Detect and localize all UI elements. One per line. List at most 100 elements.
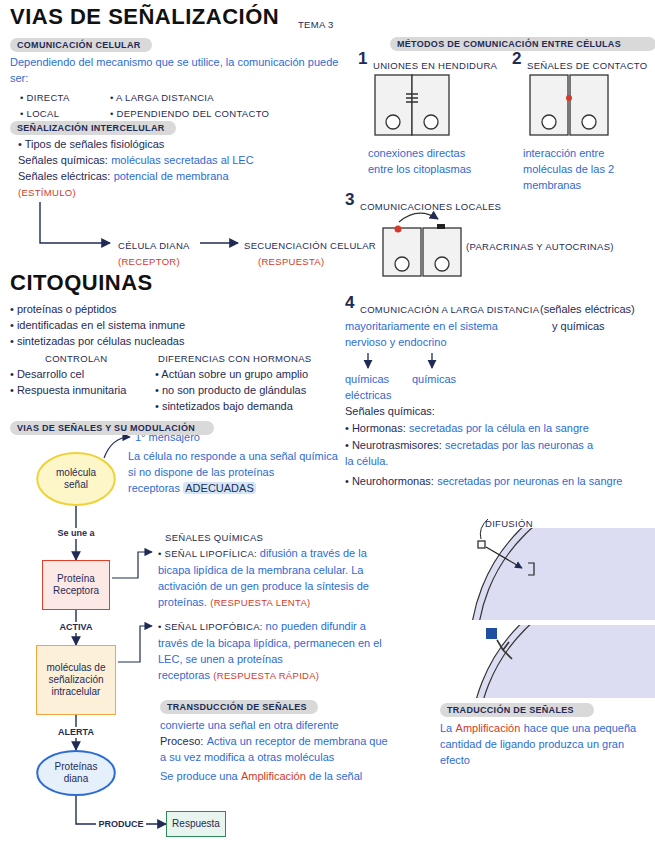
note-text: • Neurotrasmisores:secretadas por las ne… [345, 437, 595, 469]
callout-number: 4 [345, 293, 354, 312]
note-text: • proteínas o péptidos [10, 301, 117, 317]
label-text: • Actúan sobre un grupo amplio [155, 368, 308, 380]
label-text: • SEÑAL LIPOFÓBICA: [158, 621, 263, 632]
node-text: MÉTODOS DE COMUNICACIÓN ENTRE CÉLULAS [397, 38, 649, 50]
edge-label: Se une a [55, 528, 96, 539]
note-text: conexiones directas entre los citoplasma… [368, 145, 483, 177]
note-text: y químicas [552, 318, 605, 334]
label-text: CONTROLAN [45, 353, 107, 364]
note-text: • Actúan sobre un grupo amplio [155, 366, 308, 382]
note-text: DIFUSIÓN [485, 515, 533, 532]
label-text: • A LARGA DISTANCIA [110, 92, 214, 103]
note-text: • Hormonas:secretadas por la célula en l… [345, 420, 650, 436]
gap-junction-cells [375, 75, 449, 135]
lipophobic-membrane [470, 625, 655, 698]
note-text: DIFERENCIAS CON HORMONAS [158, 350, 311, 367]
process-box: Respuesta [166, 811, 226, 837]
label-text: (señales eléctricas) [540, 303, 635, 315]
section-band: VIAS DE SEÑALES Y SU MODULACIÓN [10, 421, 214, 435]
callout-number: 2 [512, 49, 521, 68]
node-text: moléculas de señalización intracelular [42, 662, 110, 698]
leader-arrow [431, 353, 432, 368]
edge-label: ALERTA [56, 727, 96, 738]
note-text: • Respuesta inmunitaria [10, 382, 126, 398]
label-text: • DEPENDIENDO DEL CONTACTO [110, 108, 269, 119]
note-text: CITOQUINAS [10, 270, 153, 296]
section-band: COMUNICACIÓN CELULAR [10, 38, 152, 52]
note-text: convierte una señal en otra diferente [160, 717, 395, 733]
label-text: mayoritariamente en el sistema nervioso … [345, 320, 498, 348]
node-text: molécula señal [46, 467, 106, 491]
label-text: (RESPUESTA LENTA) [210, 597, 310, 608]
label-text: • Desarrollo cel [10, 368, 84, 380]
signal-molecule [486, 628, 497, 639]
label-text: convierte una señal en otra diferente [160, 719, 339, 731]
lipophilic-membrane [470, 528, 655, 620]
note-text: Se produce unaAmplificaciónde la señal [160, 768, 395, 784]
label-text: conexiones directas entre los citoplasma… [368, 147, 471, 175]
node-text: TRADUCCIÓN DE SEÑALES [447, 704, 587, 716]
label-text: • Hormonas: [345, 422, 406, 434]
label-text: Amplificación [456, 722, 521, 734]
note-text: SEÑALES DE CONTACTO [527, 57, 647, 74]
note-text: Señales eléctricas: potencial de membrana [18, 168, 338, 184]
label-text: potencial de membrana [114, 170, 229, 182]
label-text: SECUENCIACIÓN CELULAR [244, 240, 376, 251]
leader-arrow [104, 437, 130, 458]
node-text: VIAS DE SEÑALES Y SU MODULACIÓN [17, 422, 207, 434]
label-text: • sintetizadas por células nucleadas [10, 335, 184, 347]
note-text: • sintetizadas por células nucleadas [10, 333, 184, 349]
section-band: MÉTODOS DE COMUNICACIÓN ENTRE CÉLULAS [390, 37, 655, 51]
label-text: • Neurohormonas: [345, 475, 434, 487]
note-text: 4 [345, 295, 354, 312]
signal-molecule [478, 541, 485, 548]
label-text: La [440, 722, 452, 734]
label-text: • Tipos de señales fisiológicas [18, 138, 164, 150]
label-text: DIFUSIÓN [485, 518, 533, 529]
leader-arrow [112, 552, 152, 578]
label-text: Señales químicas: [18, 154, 108, 166]
label-text: SEÑALES DE CONTACTO [527, 60, 647, 71]
label-text: TEMA 3 [298, 19, 334, 30]
note-text: Señales químicas: [345, 403, 435, 419]
label-text: (RECEPTOR) [118, 256, 180, 267]
label-text: UNIONES EN HENDIDURA [373, 60, 497, 71]
note-text: SEÑALES QUÍMICAS [165, 529, 263, 546]
note-text: • SEÑAL LIPOFÓBICA:no pueden difundir a … [158, 618, 386, 684]
label-text: Dependiendo del mecanismo que se utilice… [10, 56, 338, 84]
note-text: • no son producto de glándulas [155, 382, 306, 398]
note-text: CONTROLAN [45, 350, 107, 367]
label-text: químicas [412, 373, 456, 385]
process-box: moléculas de señalización intracelular [36, 645, 116, 715]
leader-arrow [367, 353, 368, 368]
section-band: TRANSDUCCIÓN DE SEÑALES [160, 700, 318, 714]
note-text: químicas eléctricas [345, 371, 407, 403]
note-text: (PARACRINAS Y AUTOCRINAS) [466, 238, 614, 255]
note-text: 1 [358, 51, 367, 68]
note-text: • sintetizados bajo demanda [155, 398, 293, 414]
label-text: ADECUADAS [183, 482, 255, 494]
note-text: TEMA 3 [298, 16, 334, 33]
label-text: • no son producto de glándulas [155, 384, 306, 396]
note-text: (señales eléctricas) [540, 301, 635, 317]
section-heading: CITOQUINAS [10, 270, 153, 295]
label-text: Señales eléctricas: [18, 170, 110, 182]
label-text: COMUNICACIÓN A LARGA DISTANCIA [360, 304, 539, 315]
diffusion-arrow [486, 547, 522, 568]
node-text: TRANSDUCCIÓN DE SEÑALES [167, 701, 311, 713]
note-text: • DEPENDIENDO DEL CONTACTO [110, 105, 269, 122]
label-text: químicas eléctricas [345, 373, 391, 401]
note-text: (RESPUESTA) [258, 253, 324, 270]
note-text: LaAmplificaciónhace que una pequeña cant… [440, 720, 650, 768]
membrane-receptor [497, 640, 512, 659]
note-text: SECUENCIACIÓN CELULAR [244, 237, 376, 254]
local-cells [383, 213, 461, 276]
label-text: (RESPUESTA) [258, 256, 324, 267]
note-text: • Desarrollo cel [10, 366, 84, 382]
label-text: (RESPUESTA RÁPIDA) [213, 670, 319, 681]
label-text: Se produce una [160, 770, 238, 782]
page-title: VIAS DE SEÑALIZACIÓN [10, 4, 279, 30]
section-band: SEÑALIZACIÓN INTERCELULAR [10, 121, 176, 135]
note-text: • DIRECTA [20, 89, 70, 106]
